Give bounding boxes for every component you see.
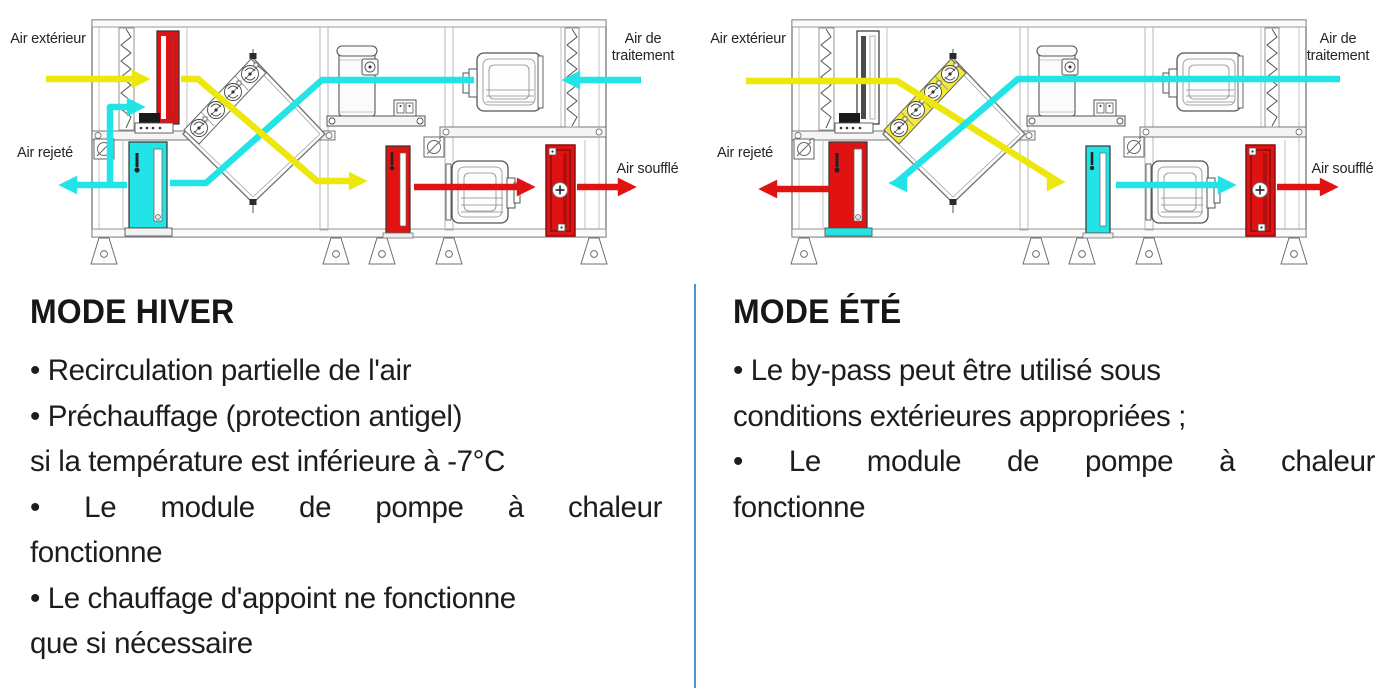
flow-air-traitement-line [888, 75, 1340, 193]
column-divider [694, 284, 696, 688]
flow-fresh-through-exchanger [181, 75, 368, 191]
mode-ete-title: MODE ÉTÉ [733, 293, 902, 331]
bullet-line: fonctionne [30, 536, 163, 569]
flows-winter [46, 69, 641, 197]
label-air-rejete: Air rejeté [716, 145, 774, 161]
bullet-line: • Le chauffage d'appoint ne fonctionne [30, 581, 516, 615]
label-air-de-traitement: Air de traitement [1306, 31, 1370, 64]
mode-hiver-title: MODE HIVER [30, 293, 235, 331]
flows-summer [746, 75, 1340, 199]
label-air-exterieur: Air extérieur [10, 31, 86, 47]
label-air-souffle: Air soufflé [1311, 161, 1374, 177]
section-mode-ete: MODE ÉTÉ • Le by-pass peut être utilisé … [733, 293, 1375, 530]
ahu-unit-winter [89, 18, 609, 266]
bullet-line: que si nécessaire [30, 627, 253, 660]
label-air-rejete: Air rejeté [16, 145, 74, 161]
bullet-line: • Le module de pompe à chaleur [30, 490, 662, 524]
label-air-exterieur: Air extérieur [710, 31, 786, 47]
ahu-unit-summer [789, 18, 1309, 266]
bullet-line: • Recirculation partielle de l'air [30, 354, 412, 387]
bullet-line: • Le module de pompe à chaleur [733, 445, 1375, 478]
flow-fresh-through-bypass [746, 77, 1066, 192]
label-air-de-traitement: Air de traitement [611, 31, 675, 64]
bullet-line: • Le by-pass peut être utilisé sous [733, 354, 1161, 387]
bullet-line: si la température est inférieure à -7°C [30, 445, 505, 478]
bullet-line: conditions extérieures appropriées ; [733, 399, 1186, 433]
section-mode-hiver: MODE HIVER • Recirculation partielle de … [30, 293, 662, 667]
bullet-line: fonctionne [733, 490, 866, 524]
label-air-souffle: Air soufflé [616, 161, 679, 177]
ahu-diagram-svg [46, 18, 1340, 266]
bullet-line: • Préchauffage (protection antigel) [30, 399, 463, 433]
ahu-diagrams: Air extérieur Air rejeté Air de traiteme… [0, 0, 1385, 285]
flow-arrow-recirculation [106, 97, 146, 185]
